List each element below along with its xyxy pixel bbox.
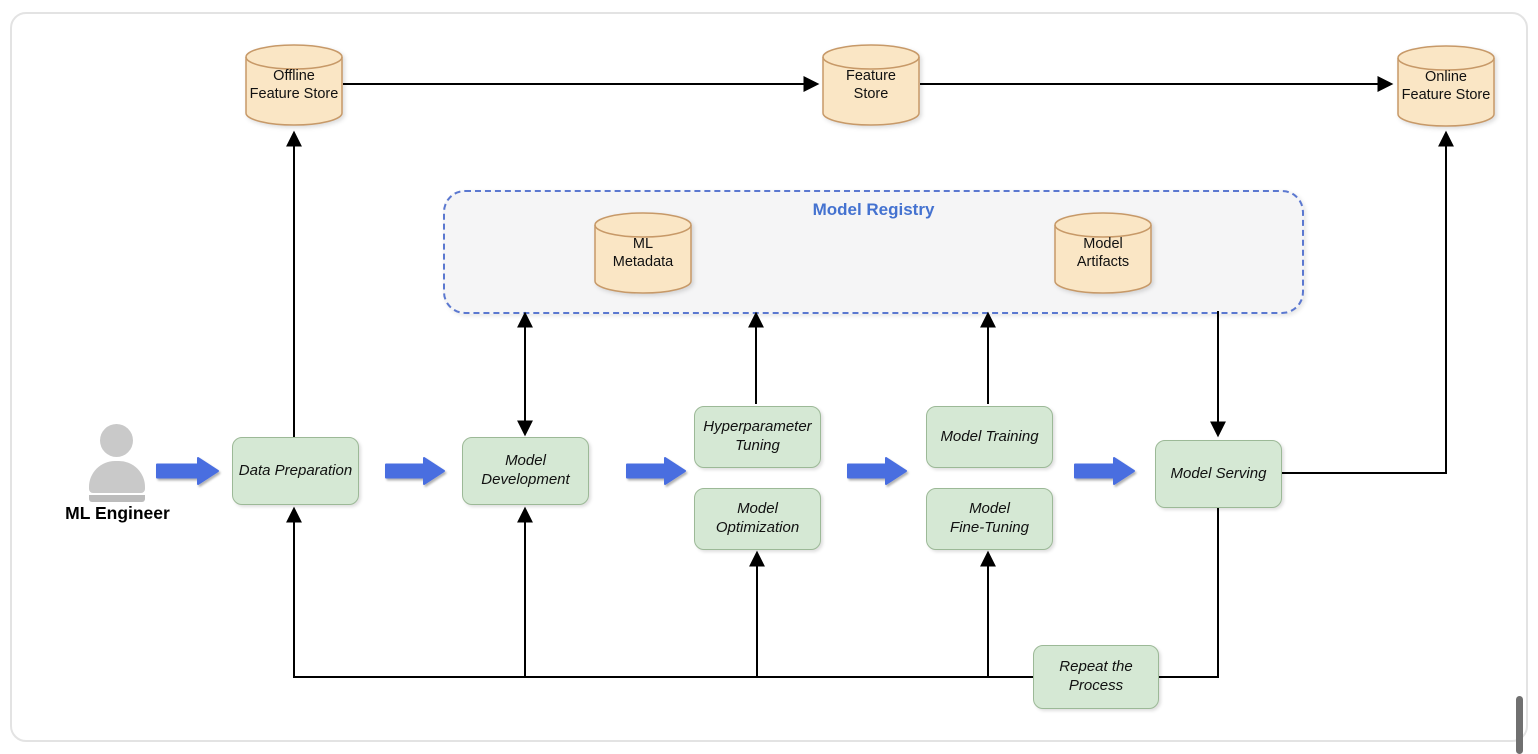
diagram-card-frame	[10, 12, 1528, 742]
database-cylinder-icon	[1054, 212, 1152, 294]
hyperparameter-tuning-box: Hyperparameter Tuning	[694, 406, 821, 468]
model-artifacts-cylinder: Model Artifacts	[1054, 212, 1152, 294]
model-training-box: Model Training	[926, 406, 1053, 468]
hyperparameter-tuning-label: Hyperparameter Tuning	[703, 418, 812, 454]
model-serving-box: Model Serving	[1155, 440, 1282, 508]
model-fine-tuning-box: Model Fine-Tuning	[926, 488, 1053, 550]
database-cylinder-icon	[1397, 45, 1495, 127]
ml-metadata-cylinder: ML Metadata	[594, 212, 692, 294]
database-cylinder-icon	[245, 44, 343, 126]
person-head-icon	[100, 424, 133, 457]
model-development-box: Model Development	[462, 437, 589, 505]
repeat-process-box: Repeat the Process	[1033, 645, 1159, 709]
model-optimization-label: Model Optimization	[715, 500, 800, 536]
flow-arrow-engineer-to-dataprep	[156, 457, 219, 485]
model-serving-label: Model Serving	[1170, 464, 1267, 482]
flow-arrow-tuning-to-training	[847, 457, 907, 485]
offline-feature-store-label: Offline Feature Store	[249, 68, 339, 102]
model-artifacts-label: Model Artifacts	[1076, 236, 1130, 270]
feature-store-label: Feature Store	[846, 68, 896, 102]
repeat-process-label: Repeat the Process	[1059, 658, 1133, 694]
model-registry-container: Model Registry	[443, 190, 1304, 314]
vertical-scrollbar-thumb[interactable]	[1516, 696, 1523, 754]
flow-arrow-modeldev-to-tuning	[626, 457, 686, 485]
ml-engineer-label: ML Engineer	[65, 503, 170, 523]
flow-arrow-training-to-serving	[1074, 457, 1135, 485]
model-development-label: Model Development	[481, 452, 570, 488]
model-registry-title: Model Registry	[812, 200, 935, 219]
database-cylinder-icon	[594, 212, 692, 294]
ml-metadata-label: ML Metadata	[612, 236, 674, 270]
database-cylinder-icon	[822, 44, 920, 126]
data-preparation-box: Data Preparation	[232, 437, 359, 505]
flow-arrow-dataprep-to-modeldev	[385, 457, 445, 485]
feature-store-cylinder: Feature Store	[822, 44, 920, 126]
person-torso-icon	[89, 461, 145, 493]
model-fine-tuning-label: Model Fine-Tuning	[950, 500, 1029, 536]
edge-serving-to-online-store	[1280, 130, 1454, 474]
offline-feature-store-cylinder: Offline Feature Store	[245, 44, 343, 126]
online-feature-store-cylinder: Online Feature Store	[1397, 45, 1495, 127]
model-optimization-box: Model Optimization	[694, 488, 821, 550]
model-training-label: Model Training	[940, 427, 1039, 445]
person-base-icon	[89, 495, 145, 502]
ml-engineer-person-icon	[89, 424, 145, 502]
online-feature-store-label: Online Feature Store	[1401, 69, 1491, 103]
data-preparation-label: Data Preparation	[238, 461, 353, 479]
